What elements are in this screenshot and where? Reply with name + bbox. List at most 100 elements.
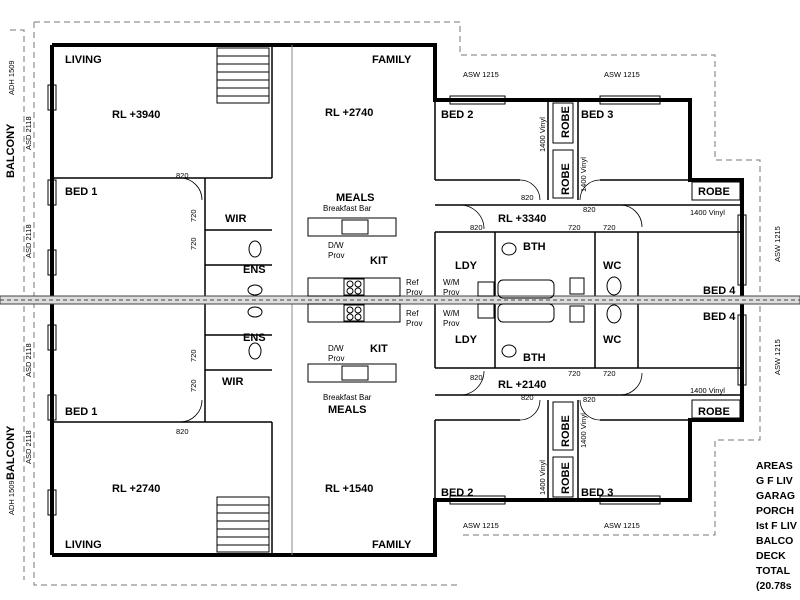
areas-line-7: (20.78s bbox=[756, 580, 792, 592]
label-ref-lower-2: Prov bbox=[406, 319, 422, 328]
areas-line-5: DECK bbox=[756, 550, 786, 562]
label-door-820-f: 820 bbox=[521, 393, 534, 402]
label-door-720-d: 720 bbox=[603, 223, 616, 232]
door-swings bbox=[179, 177, 643, 423]
label-dw-upper-2: Prov bbox=[328, 251, 344, 260]
label-robe-lower-b: ROBE bbox=[560, 462, 572, 494]
label-ldy-upper: LDY bbox=[455, 260, 478, 272]
label-door-820-d: 820 bbox=[470, 223, 483, 232]
label-wm-lower-2: Prov bbox=[443, 319, 459, 328]
label-vinyl-lower-2: 1400 Vinyl bbox=[579, 413, 588, 448]
areas-line-3: Ist F LIV bbox=[756, 520, 797, 532]
label-asd-lower-1: ASD 2118 bbox=[24, 343, 33, 377]
label-door-720-e: 720 bbox=[189, 349, 198, 362]
label-door-720-b: 720 bbox=[189, 237, 198, 250]
label-bed2-lower: BED 2 bbox=[441, 487, 473, 499]
label-living-upper: LIVING bbox=[65, 54, 102, 66]
label-dw-upper-1: D/W bbox=[328, 241, 344, 250]
label-balcony-upper: BALCONY bbox=[5, 123, 17, 178]
label-door-720-h: 720 bbox=[603, 369, 616, 378]
label-robe-lower-a: ROBE bbox=[560, 415, 572, 447]
label-asw-upper-1: ASW 1215 bbox=[463, 70, 499, 79]
areas-line-4: BALCO bbox=[756, 535, 793, 547]
label-asw-lower-2: ASW 1215 bbox=[604, 521, 640, 530]
label-vinyl-upper-3: 1400 Vinyl bbox=[690, 208, 725, 217]
label-breakfast-upper: Breakfast Bar bbox=[323, 204, 372, 213]
label-adh-lower: ADH 1509 bbox=[7, 480, 16, 515]
label-ldy-lower: LDY bbox=[455, 334, 478, 346]
label-asd-upper-1: ASD 2118 bbox=[24, 116, 33, 150]
label-vinyl-upper-2: 1400 Vinyl bbox=[579, 157, 588, 192]
label-balcony-lower: BALCONY bbox=[5, 425, 17, 480]
label-door-820-h: 820 bbox=[470, 373, 483, 382]
label-meals-upper: MEALS bbox=[336, 192, 375, 204]
label-bth-lower: BTH bbox=[523, 352, 546, 364]
label-door-820-c: 820 bbox=[583, 205, 596, 214]
label-wc-upper: WC bbox=[603, 260, 621, 272]
label-bth-upper: BTH bbox=[523, 241, 546, 253]
label-robe-upper-a: ROBE bbox=[560, 106, 572, 138]
label-bed2-upper: BED 2 bbox=[441, 109, 473, 121]
label-wm-lower-1: W/M bbox=[443, 309, 460, 318]
label-rl-living-upper: RL +3940 bbox=[112, 109, 160, 121]
label-bed4-upper: BED 4 bbox=[703, 285, 736, 297]
label-rl-family-lower: RL +1540 bbox=[325, 483, 373, 495]
label-asd-lower-2: ASD 2118 bbox=[24, 430, 33, 464]
label-ens-lower: ENS bbox=[243, 332, 266, 344]
label-ens-upper: ENS bbox=[243, 264, 266, 276]
label-dw-lower-2: Prov bbox=[328, 354, 344, 363]
label-wm-upper-2: Prov bbox=[443, 288, 459, 297]
label-ref-upper-1: Ref bbox=[406, 278, 419, 287]
label-robe-upper-c: ROBE bbox=[698, 186, 730, 198]
party-wall bbox=[0, 295, 800, 305]
label-family-lower: FAMILY bbox=[372, 539, 412, 551]
label-rl-hall-upper: RL +3340 bbox=[498, 213, 546, 225]
label-wm-upper-1: W/M bbox=[443, 278, 460, 287]
label-bed1-lower: BED 1 bbox=[65, 406, 97, 418]
label-door-820-e: 820 bbox=[176, 427, 189, 436]
label-asw-upper-2: ASW 1215 bbox=[604, 70, 640, 79]
label-vinyl-lower-1: 1400 Vinyl bbox=[538, 460, 547, 495]
label-kit-upper: KIT bbox=[370, 255, 388, 267]
label-door-720-a: 720 bbox=[189, 209, 198, 222]
label-door-720-c: 720 bbox=[568, 223, 581, 232]
label-door-720-g: 720 bbox=[568, 369, 581, 378]
label-living-lower: LIVING bbox=[65, 539, 102, 551]
windows bbox=[47, 84, 747, 516]
label-wir-lower: WIR bbox=[222, 376, 243, 388]
label-asw-lower-3: ASW 1215 bbox=[773, 339, 782, 375]
label-adh-upper: ADH 1509 bbox=[7, 60, 16, 95]
boundary-lines bbox=[10, 21, 761, 586]
label-asw-lower-1: ASW 1215 bbox=[463, 521, 499, 530]
label-asw-upper-3: ASW 1215 bbox=[773, 226, 782, 262]
areas-title: AREAS bbox=[756, 460, 793, 472]
label-door-820-b: 820 bbox=[521, 193, 534, 202]
robe-boxes bbox=[552, 102, 741, 498]
label-door-820-g: 820 bbox=[583, 395, 596, 404]
label-door-720-f: 720 bbox=[189, 379, 198, 392]
label-robe-lower-c: ROBE bbox=[698, 406, 730, 418]
label-dw-lower-1: D/W bbox=[328, 344, 344, 353]
stairs-upper bbox=[216, 47, 270, 104]
label-bed3-upper: BED 3 bbox=[581, 109, 613, 121]
exterior-walls bbox=[50, 43, 744, 557]
label-asd-upper-2: ASD 2118 bbox=[24, 224, 33, 258]
label-wc-lower: WC bbox=[603, 334, 621, 346]
label-rl-living-lower: RL +2740 bbox=[112, 483, 160, 495]
label-vinyl-lower-3: 1400 Vinyl bbox=[690, 386, 725, 395]
areas-line-1: GARAG bbox=[756, 490, 795, 502]
label-bed3-lower: BED 3 bbox=[581, 487, 613, 499]
label-rl-hall-lower: RL +2140 bbox=[498, 379, 546, 391]
label-robe-upper-b: ROBE bbox=[560, 163, 572, 195]
label-ref-upper-2: Prov bbox=[406, 288, 422, 297]
label-bed1-upper: BED 1 bbox=[65, 186, 97, 198]
areas-line-0: G F LIV bbox=[756, 475, 793, 487]
label-family-upper: FAMILY bbox=[372, 54, 412, 66]
areas-line-2: PORCH bbox=[756, 505, 794, 517]
label-vinyl-upper-1: 1400 Vinyl bbox=[538, 117, 547, 152]
label-bed4-lower: BED 4 bbox=[703, 311, 736, 323]
label-door-820-a: 820 bbox=[176, 171, 189, 180]
label-wir-upper: WIR bbox=[225, 213, 246, 225]
label-breakfast-lower: Breakfast Bar bbox=[323, 393, 372, 402]
